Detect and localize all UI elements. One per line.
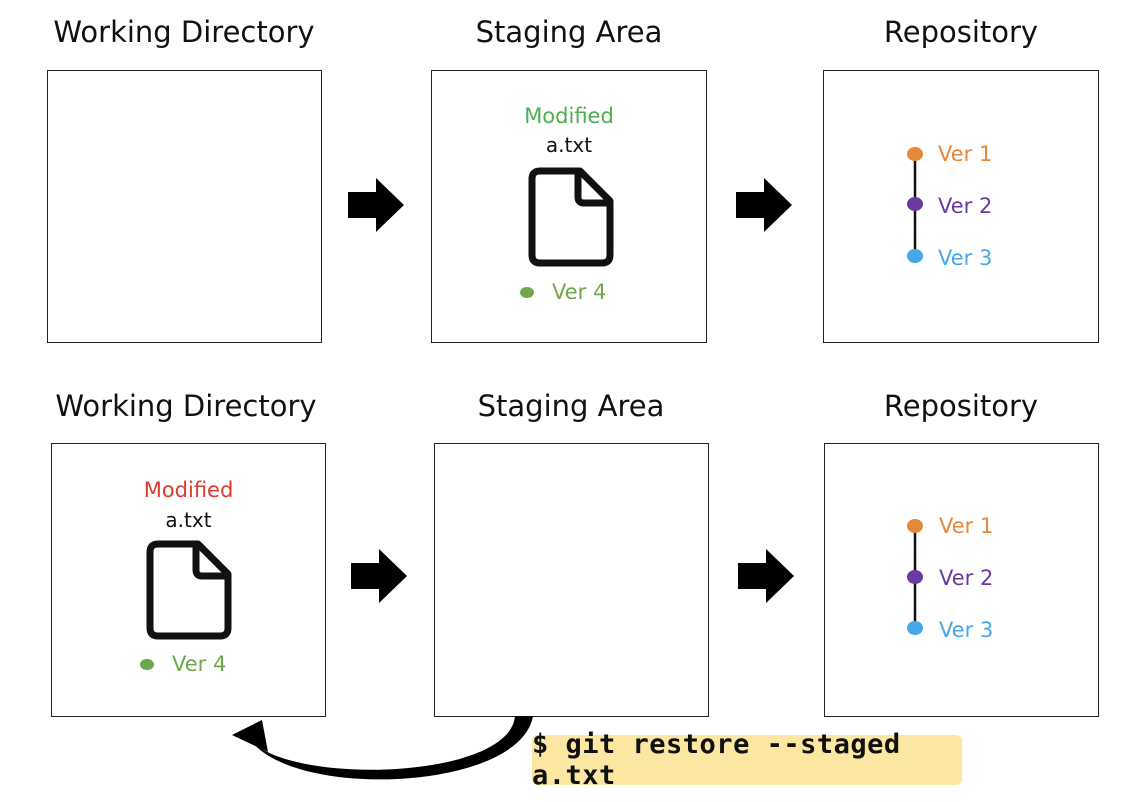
bottom-staging-area-title: Staging Area (477, 389, 665, 423)
top-working-directory-title: Working Directory (53, 15, 315, 49)
file-version-label: Ver 4 (172, 652, 227, 676)
file-name: a.txt (165, 508, 212, 532)
bottom-arrow-1 (351, 549, 407, 603)
git-command-label: $ git restore --staged a.txt (532, 729, 962, 791)
top-ver3-label: Ver 3 (938, 246, 993, 270)
file-status: Modified (524, 104, 614, 128)
top-arrow-1 (348, 178, 404, 232)
top-working-directory-box (47, 70, 322, 343)
bottom-ver2-label: Ver 2 (939, 566, 994, 590)
bottom-working-directory-box: Modified a.txt Ver 4 (51, 443, 326, 717)
bottom-working-directory-title: Working Directory (55, 389, 317, 423)
file-icon (146, 540, 232, 640)
top-staging-area-box: Modified a.txt Ver 4 (431, 70, 707, 343)
bottom-ver3-label: Ver 3 (939, 618, 994, 642)
file-version-label: Ver 4 (552, 280, 607, 304)
version-dot (520, 287, 534, 298)
top-repository-box (823, 70, 1099, 343)
top-ver2-label: Ver 2 (938, 194, 993, 218)
version-dot (140, 659, 154, 670)
file-name: a.txt (545, 133, 593, 157)
file-icon (528, 167, 614, 267)
top-repository-title: Repository (883, 15, 1039, 49)
file-version: Ver 4 (520, 282, 606, 303)
file-version: Ver 4 (140, 654, 226, 675)
bottom-arrow-2 (738, 549, 794, 603)
top-arrow-2 (736, 178, 792, 232)
file-status: Modified (143, 478, 234, 502)
bottom-repository-title: Repository (883, 389, 1039, 423)
top-ver1-label: Ver 1 (938, 142, 993, 166)
bottom-ver1-label: Ver 1 (939, 514, 994, 538)
bottom-repository-box (824, 443, 1099, 717)
top-staging-area-title: Staging Area (475, 15, 663, 49)
bottom-staging-area-box (434, 443, 709, 717)
